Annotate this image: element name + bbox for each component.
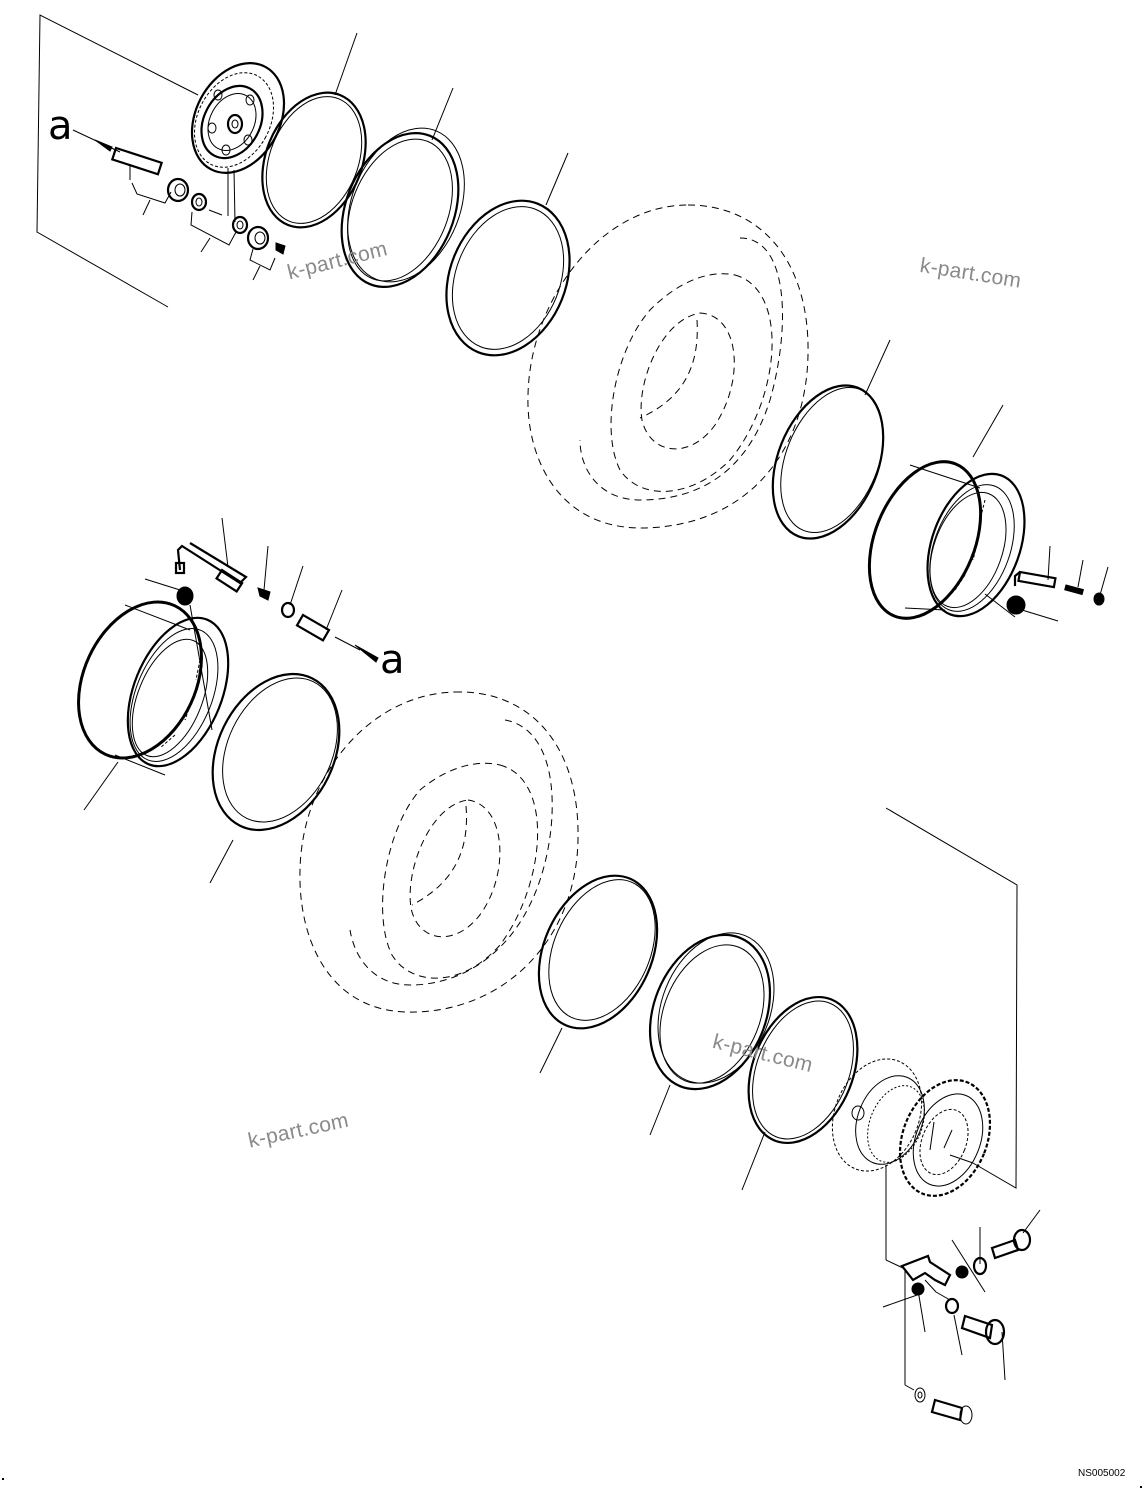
valve-nut-top [166,177,190,203]
valve-cap-top [246,225,286,281]
valve-nut-right [984,593,1059,622]
wheel-hub [831,1058,992,1260]
valve-core-right [1064,559,1084,596]
valve-extension-left [174,517,248,593]
tire-upper [527,204,809,529]
valve-stem-top [72,129,172,216]
side-ring-2 [771,339,891,540]
drawing-code: NS005002 [1078,1468,1126,1479]
frame-bottom-right [885,807,1018,1189]
washers-top [190,192,249,253]
bracket [885,1254,952,1391]
valve-extension-right [1013,545,1057,589]
side-ring-4 [537,874,659,1074]
valve-adapter-left [295,589,379,663]
washers-bottom [882,1227,988,1403]
rim-right [867,404,1026,620]
o-ring-1 [261,32,367,229]
outer-hub-disc [190,62,286,223]
valve-cap-right [1093,566,1109,606]
side-ring-1 [445,152,571,357]
lock-ring-2 [648,932,775,1136]
reference-label-a-mid: a [380,637,405,683]
lock-ring-1 [340,87,465,288]
valve-core-left [257,545,271,601]
bolts [930,1209,1041,1425]
corner-mark [1140,1486,1142,1488]
reference-label-a-top: a [48,103,73,149]
valve-cap-left [280,565,304,619]
tire-lower [299,691,579,1013]
frame-top-left [36,14,199,308]
rim-left [77,600,230,811]
corner-mark [2,1478,4,1480]
o-ring-2 [741,995,859,1191]
side-ring-3 [209,672,341,884]
